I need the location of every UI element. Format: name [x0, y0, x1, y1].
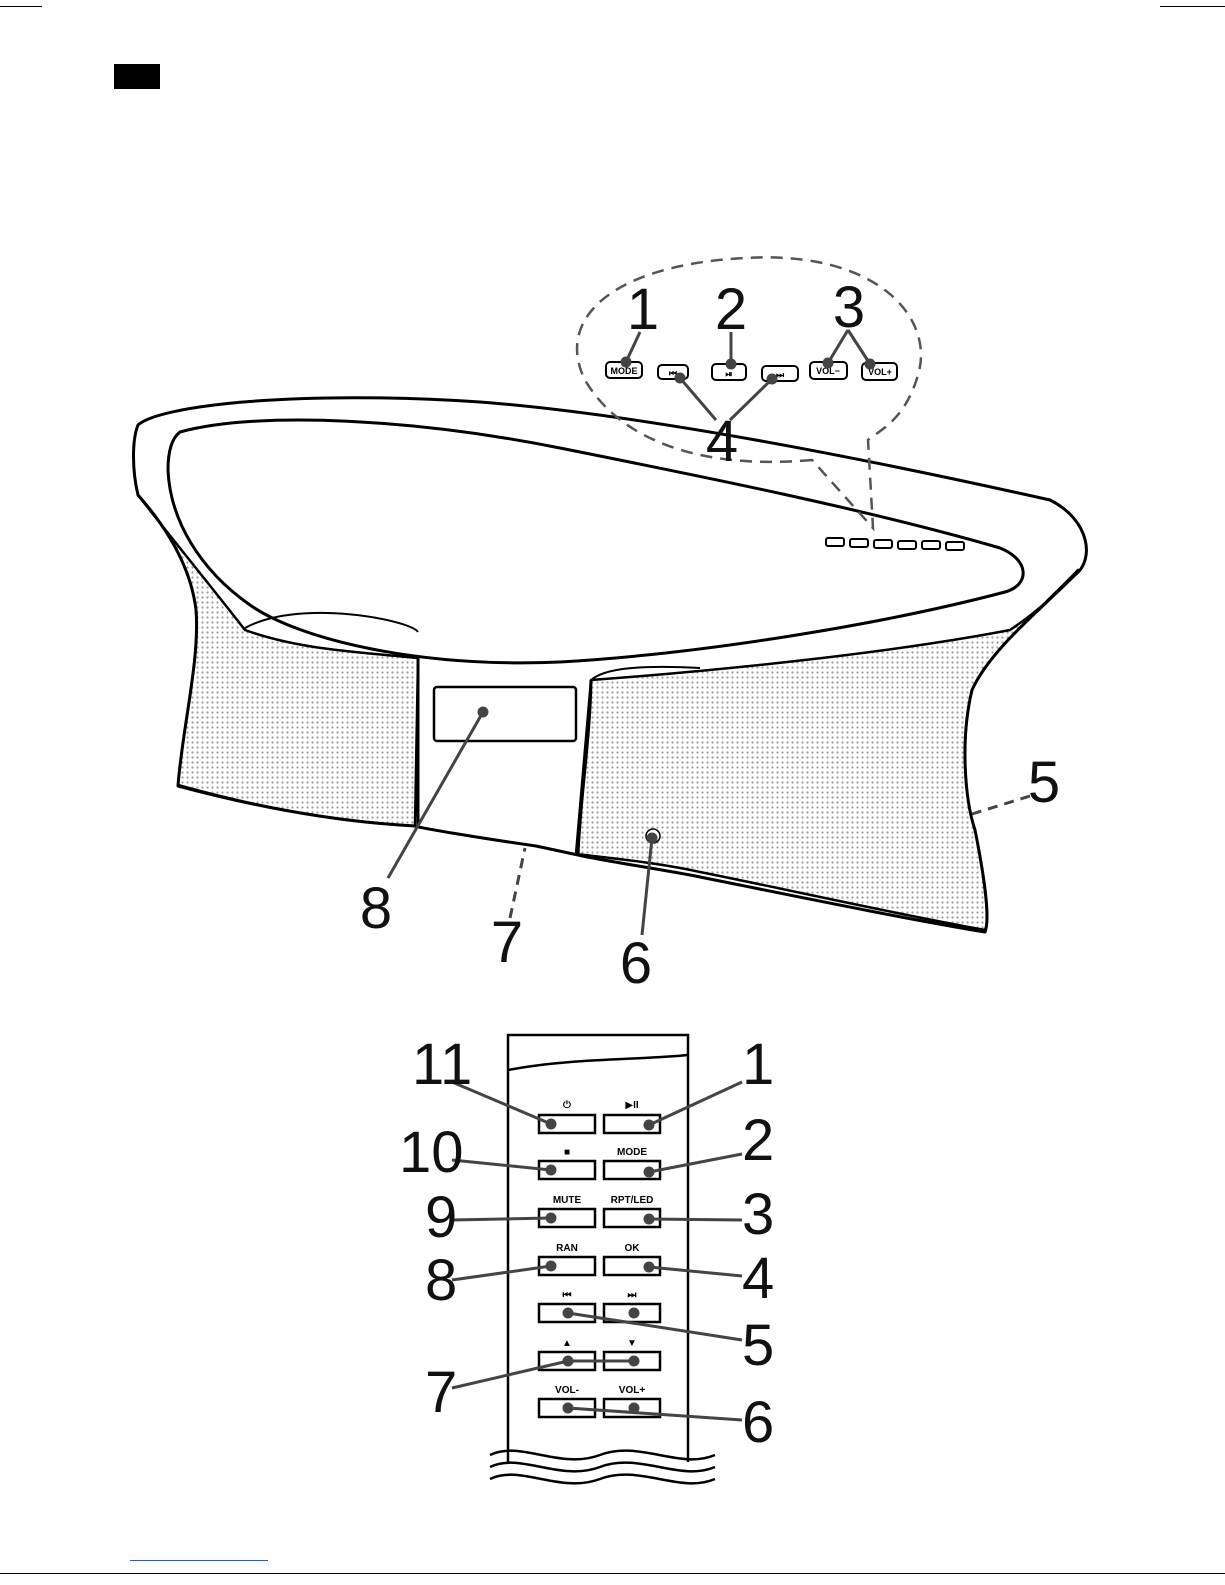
footer-link-rule	[130, 1560, 268, 1561]
remote-stop-label: ■	[564, 1147, 570, 1158]
callout-inset-3: 3	[833, 275, 865, 340]
remote-callout-7: 7	[425, 1360, 457, 1425]
callout-body-8: 8	[360, 876, 392, 941]
remote-callout-11: 11	[412, 1032, 472, 1097]
right-speaker-grille	[576, 570, 1078, 930]
inset-mode-label: MODE	[611, 366, 638, 376]
remote-callout-10: 10	[399, 1120, 464, 1185]
remote-buttons	[539, 1115, 660, 1417]
remote-callout-4: 4	[742, 1246, 774, 1311]
remote-callout-9: 9	[425, 1185, 457, 1250]
remote-callout-5: 5	[742, 1313, 774, 1378]
footer-rule	[0, 1573, 1225, 1574]
remote-callout-6: 6	[742, 1390, 774, 1455]
callout-inset-4: 4	[706, 409, 738, 474]
remote-callout-3: 3	[742, 1182, 774, 1247]
inset-play-label: ⏯	[725, 369, 732, 379]
remote-rptled-label: RPT/LED	[611, 1195, 654, 1206]
callout-body-6: 6	[620, 931, 652, 996]
inset-buttons	[606, 362, 897, 381]
remote-prev-label: ⏮	[563, 1290, 572, 1301]
callout-inset-1: 1	[627, 277, 659, 342]
remote-power-label: ⏻	[563, 1099, 571, 1111]
remote-ok-label: OK	[625, 1243, 641, 1254]
remote-callout-2: 2	[742, 1108, 774, 1173]
remote-callout-8: 8	[425, 1248, 457, 1313]
callout-body-5: 5	[1028, 750, 1060, 815]
remote-volup-label: VOL+	[619, 1385, 646, 1396]
remote-up-label: ▲	[562, 1338, 572, 1349]
remote-ir-window	[508, 1055, 688, 1070]
top-panel-keys	[826, 538, 964, 550]
display-window	[434, 687, 576, 741]
remote-voldown-label: VOL-	[555, 1385, 579, 1396]
callout-body-7: 7	[491, 910, 523, 975]
speaker-illustration	[134, 398, 1087, 932]
remote-callout-1: 1	[742, 1032, 774, 1097]
remote-mute-label: MUTE	[553, 1195, 582, 1206]
remote-mode-label: MODE	[617, 1147, 647, 1158]
remote-down-label: ▼	[627, 1338, 637, 1349]
remote-ran-label: RAN	[556, 1243, 578, 1254]
top-surface-rim	[168, 420, 1023, 663]
callout-inset-2: 2	[715, 277, 747, 342]
remote-leaders	[452, 1082, 742, 1420]
remote-next-label: ⏭	[628, 1290, 637, 1301]
remote-play-label: ▶II	[625, 1100, 638, 1111]
